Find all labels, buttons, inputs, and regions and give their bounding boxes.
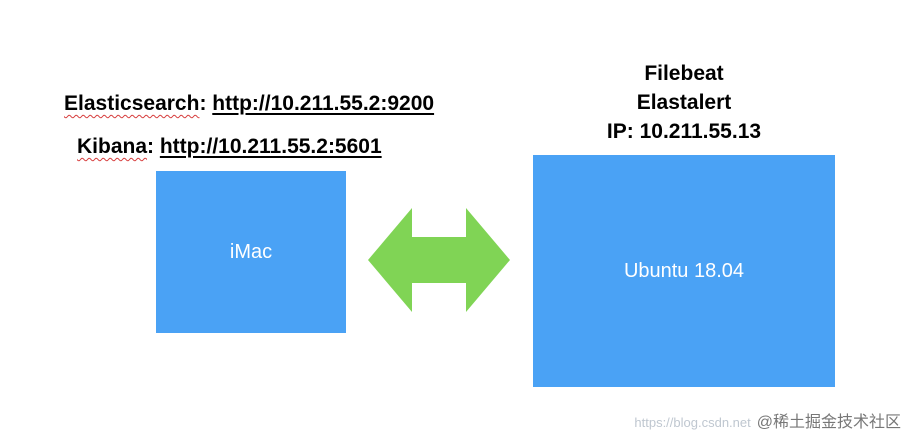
ubuntu-box: Ubuntu 18.04 (533, 155, 835, 387)
filebeat-label: Filebeat (644, 62, 724, 85)
kibana-separator: : (147, 135, 155, 158)
imac-box: iMac (156, 171, 346, 333)
ubuntu-ip-label: IP: 10.211.55.13 (606, 120, 762, 143)
imac-box-label: iMac (229, 240, 273, 263)
double-headed-arrow-icon (368, 208, 510, 312)
elasticsearch-name: Elasticsearch (64, 92, 200, 115)
ubuntu-box-label: Ubuntu 18.04 (623, 259, 745, 282)
kibana-label: Kibana: http://10.211.55.2:5601 (77, 136, 382, 157)
arrow-shape (368, 208, 510, 312)
kibana-url-link[interactable]: http://10.211.55.2:5601 (159, 135, 382, 158)
elastalert-label: Elastalert (636, 91, 732, 114)
elasticsearch-separator: : (199, 92, 207, 115)
kibana-name: Kibana (77, 135, 148, 158)
elasticsearch-url-link[interactable]: http://10.211.55.2:9200 (212, 92, 435, 115)
watermark-faint-url: https://blog.csdn.net (634, 415, 751, 430)
watermark: https://blog.csdn.net @稀土掘金技术社区 (634, 408, 901, 432)
watermark-text: @稀土掘金技术社区 (756, 414, 901, 431)
elasticsearch-label: Elasticsearch: http://10.211.55.2:9200 (64, 93, 434, 114)
